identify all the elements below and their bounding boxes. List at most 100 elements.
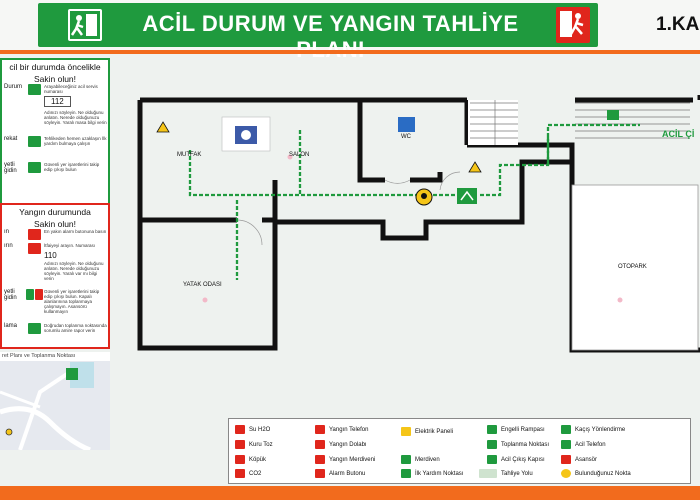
fire-instructions-box: Yangın durumunda Sakin olun! ın En yakın…	[0, 203, 110, 349]
step-text: Tehlikeden hemen uzaklaşın İlk yardım bu…	[44, 136, 107, 146]
legend-item: Acil Çıkış Kapısı	[487, 455, 545, 464]
emergency-step: yetli gidin Güvenli yer işaretlerini tak…	[4, 160, 108, 186]
electric-panel-icon	[468, 161, 482, 173]
step-label: ırın	[4, 243, 13, 249]
dining-table	[221, 116, 271, 152]
legend-swatch	[561, 455, 571, 464]
floor-label: 1.KA	[656, 14, 700, 35]
legend-item: Elektrik Paneli	[401, 427, 453, 436]
emergency-title-1: cil bir durumda öncelikle	[9, 62, 101, 72]
legend-label: Elektrik Paneli	[415, 429, 454, 436]
legend-label: Merdiven	[415, 457, 440, 464]
legend-swatch	[561, 440, 571, 449]
footer-bar	[0, 486, 700, 500]
legend-swatch	[315, 455, 325, 464]
emergency-step: rekat Tehlikeden hemen uzaklaşın İlk yar…	[4, 134, 108, 160]
legend-item: Toplanma Noktası	[487, 440, 549, 449]
legend-swatch	[561, 425, 571, 434]
legend-label: Asansör	[575, 457, 598, 464]
page-title: ACİL DURUM VE YANGIN TAHLİYE PLANI	[142, 11, 519, 62]
legend-item: Merdiven	[401, 455, 440, 464]
running-man-exit-icon	[68, 9, 102, 41]
exit-arrow-icon	[26, 289, 34, 300]
fire-step: lama Doğrudan toplanma noktasında soruml…	[4, 321, 108, 345]
legend-label: Su H2O	[249, 427, 271, 434]
you-are-here-icon	[415, 188, 433, 206]
legend-label: CO2	[249, 471, 262, 478]
step-label: ın	[4, 229, 10, 235]
first-aid-icon	[28, 136, 41, 147]
legend-label: Yangın Telefon	[329, 427, 369, 434]
legend-label: Tahliye Yolu	[501, 471, 533, 478]
parking-area	[571, 184, 699, 351]
fire-phone-icon	[28, 243, 41, 254]
step-text: İtfaiyeyi arayın. Numarası	[44, 243, 96, 248]
legend-item: Kaçış Yönlendirme	[561, 425, 625, 434]
legend-swatch	[315, 469, 325, 478]
fire-title-1: Yangın durumunda	[19, 207, 91, 217]
legend-swatch	[401, 469, 411, 478]
legend-item: İlk Yardım Noktası	[401, 469, 463, 478]
emergency-steps: Durum Arayabileceğiniz acil servis numar…	[4, 84, 108, 186]
stairs	[468, 100, 690, 145]
legend-swatch	[401, 427, 411, 436]
fire-steps: ın En yakın alarm butonuna basın ırın İt…	[4, 229, 108, 345]
legend-swatch	[235, 469, 245, 478]
emergency-instructions-box: cil bir durumda öncelikle Sakin olun! Du…	[0, 58, 110, 210]
legend-item: Engelli Rampası	[487, 425, 545, 434]
legend-label: Köpük	[249, 457, 267, 464]
fire-step: yetli gidin Güvenli yer işaretlerini tak…	[4, 287, 108, 321]
header-bar: ACİL DURUM VE YANGIN TAHLİYE PLANI 1.KA	[0, 0, 700, 62]
step-text: Güvenli yer işaretlerini takip edip çıkı…	[44, 162, 100, 172]
legend-item: Köpük	[235, 455, 266, 464]
legend-item: Acil Telefon	[561, 440, 606, 449]
exit-arrow-icon	[28, 162, 41, 173]
header-divider	[0, 50, 700, 54]
legend-label: Kaçış Yönlendirme	[575, 427, 626, 434]
title-banner: ACİL DURUM VE YANGIN TAHLİYE PLANI	[38, 3, 598, 62]
floor-plan	[137, 95, 700, 353]
step-text: Doğrudan toplanma noktasında sorumlu ami…	[44, 323, 107, 333]
legend-item: Yangın Telefon	[315, 425, 368, 434]
legend: Su H2O Kuru Toz Köpük CO2 Yangın Telefon…	[228, 418, 691, 484]
fire-exit-icon	[556, 7, 590, 43]
step-label: lama	[4, 323, 18, 329]
legend-swatch	[561, 469, 571, 478]
legend-swatch	[235, 425, 245, 434]
step-label: Durum	[4, 84, 23, 90]
legend-label: Bulunduğunuz Nokta	[575, 471, 631, 478]
legend-item: Yangın Dolabı	[315, 440, 367, 449]
legend-label: Kuru Toz	[249, 442, 273, 449]
step-text: Arayabileceğiniz acil servis numarası	[44, 84, 98, 94]
emergency-step: Durum Arayabileceğiniz acil servis numar…	[4, 84, 108, 134]
step-label: rekat	[4, 136, 18, 142]
step-subtext: Adınızı söyleyin. Ne olduğunu anlatın. N…	[44, 110, 107, 125]
assembly-point-icon	[28, 323, 41, 334]
legend-item: Tahliye Yolu	[479, 469, 533, 478]
fire-step: ırın İtfaiyeyi arayın. Numarası 110 Adın…	[4, 243, 108, 287]
legend-item: Kuru Toz	[235, 440, 273, 449]
legend-item: Bulunduğunuz Nokta	[561, 469, 631, 478]
legend-item: Su H2O	[235, 425, 270, 434]
exit-door-icon	[457, 188, 477, 204]
fire-title-2: Sakin olun!	[33, 219, 77, 229]
fire-number: 110	[44, 251, 57, 260]
step-text: En yakın alarm butonuna basın	[44, 229, 107, 234]
exit-sign-icon	[607, 110, 619, 120]
legend-label: Alarm Butonu	[329, 471, 366, 478]
fire-step: ın En yakın alarm butonuna basın	[4, 229, 108, 243]
legend-swatch	[235, 455, 245, 464]
room-label-kitchen: MUTFAK	[177, 152, 202, 158]
legend-swatch	[315, 425, 325, 434]
legend-swatch	[235, 440, 245, 449]
alarm-button-icon	[28, 229, 41, 240]
legend-item: Yangın Merdiveni	[315, 455, 375, 464]
legend-item: CO2	[235, 469, 261, 478]
emergency-title-2: Sakin olun!	[33, 74, 77, 84]
legend-label: Engelli Rampası	[501, 427, 545, 434]
legend-item: Alarm Butonu	[315, 469, 365, 478]
exit-label: ACİL Çİ	[662, 129, 695, 139]
phone-icon	[28, 84, 41, 95]
legend-label: Toplanma Noktası	[501, 442, 550, 449]
no-elevator-icon	[35, 289, 43, 300]
